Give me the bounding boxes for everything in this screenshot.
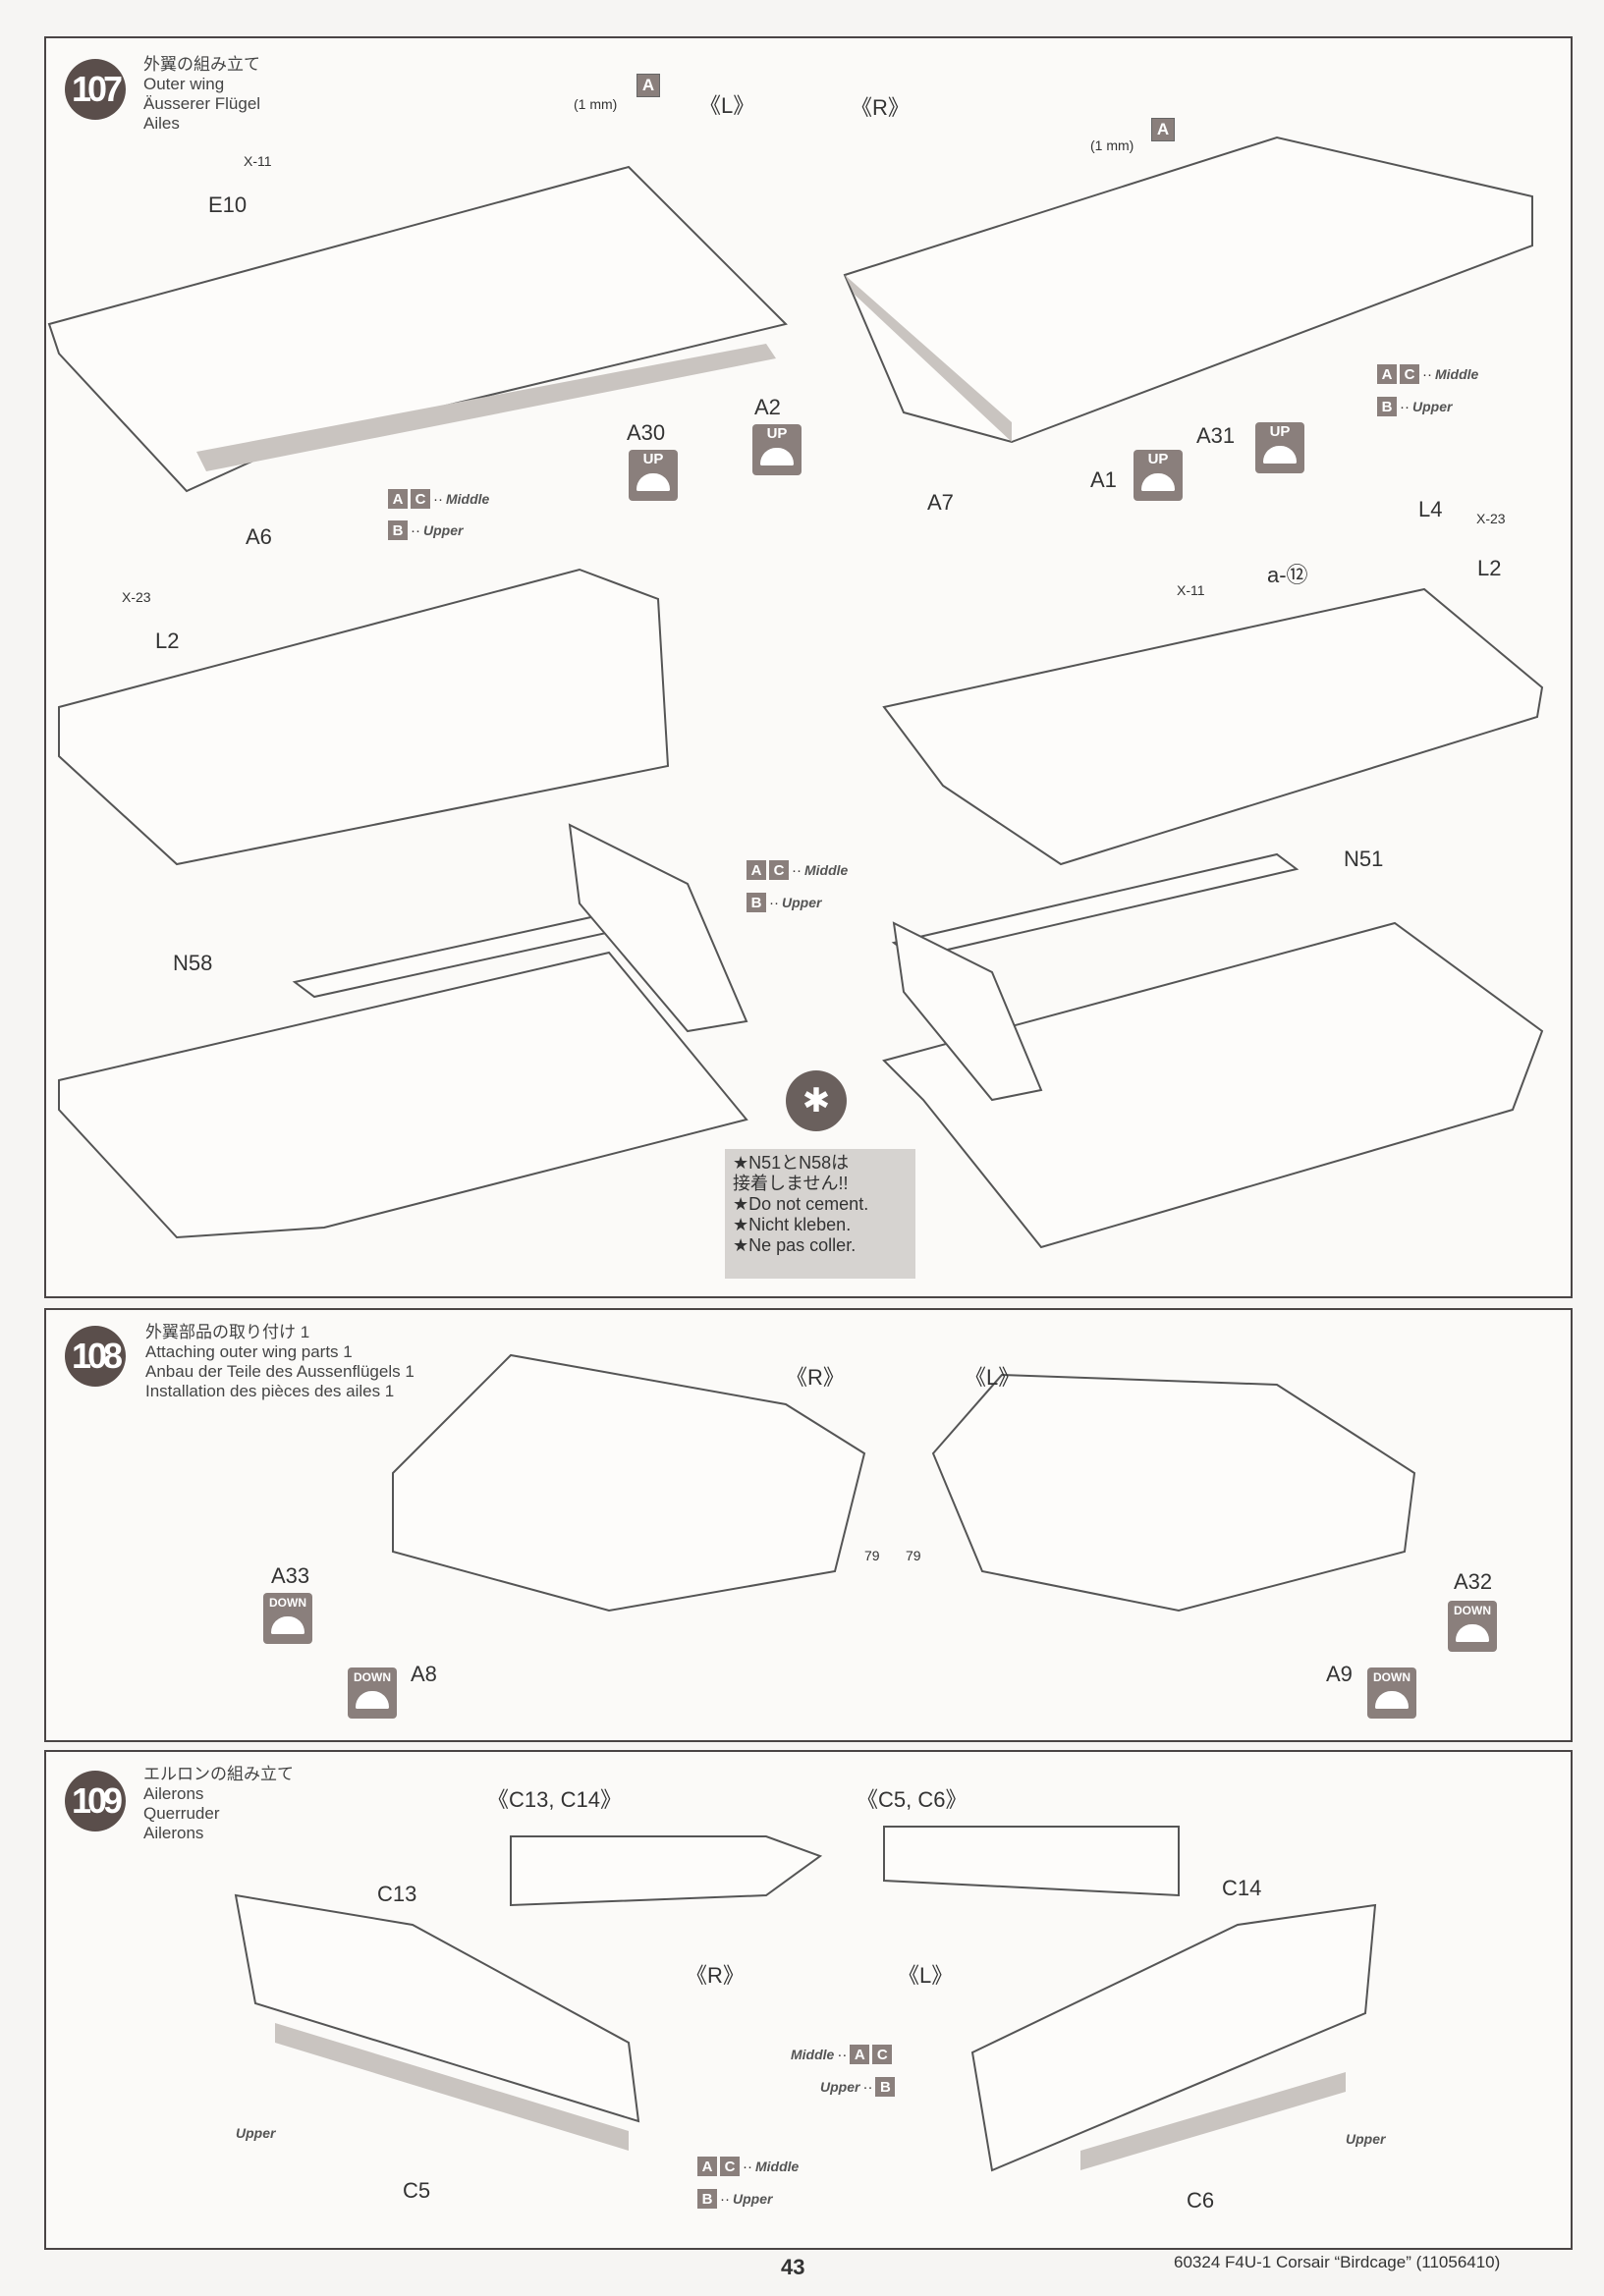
part-l2: L2 <box>155 629 180 653</box>
up-badge: UP <box>1255 422 1304 473</box>
part-n51: N51 <box>1344 847 1384 871</box>
c13-c14-marker: 《C13, C14》 <box>487 1787 622 1812</box>
up-badge: UP <box>629 450 678 501</box>
part-c13: C13 <box>377 1882 417 1906</box>
up-badge: UP <box>1134 450 1183 501</box>
ref-79: 79 <box>864 1548 880 1563</box>
part-a8: A8 <box>411 1662 437 1686</box>
title-fr: Installation des pièces des ailes 1 <box>145 1382 395 1400</box>
up-badge: UP <box>752 424 802 475</box>
part-a2: A2 <box>754 395 781 419</box>
right-wing-upper-107 <box>882 587 1544 866</box>
step-109-number: 109 <box>65 1771 126 1831</box>
part-x11: X-11 <box>1177 582 1205 598</box>
right-marker: 《R》 <box>686 1963 745 1988</box>
right-marker: 《R》 <box>786 1365 845 1390</box>
part-c14: C14 <box>1222 1876 1262 1900</box>
title-fr: Ailes <box>143 114 180 133</box>
title-ja: 外翼の組み立て <box>143 55 260 74</box>
page-number: 43 <box>781 2255 805 2279</box>
paint-legend-upper: Upper··B <box>820 2077 896 2097</box>
wing-r-108 <box>392 1353 866 1613</box>
step-109-title: エルロンの組み立て Ailerons Querruder Ailerons <box>143 1765 294 1843</box>
paint-legend-upper: B··Upper <box>747 893 821 912</box>
ref-79: 79 <box>906 1548 921 1563</box>
right-marker: 《R》 <box>851 95 910 120</box>
title-en: Outer wing <box>143 75 225 93</box>
paint-a-badge: A <box>1151 118 1175 141</box>
paint-a-badge: A <box>636 74 660 97</box>
right-wing-base-107 <box>882 921 1544 1249</box>
drill-size: (1 mm) <box>574 96 618 112</box>
part-c5: C5 <box>403 2178 431 2203</box>
part-x23: X-23 <box>1476 511 1506 526</box>
aileron-r-109 <box>234 1893 640 2151</box>
left-wing-upper-107 <box>58 568 670 866</box>
spar-n58 <box>292 823 748 1033</box>
step-108-number: 108 <box>65 1326 126 1387</box>
title-de: Querruder <box>143 1804 220 1823</box>
left-marker: 《L》 <box>898 1963 954 1988</box>
part-l2: L2 <box>1477 556 1502 580</box>
wing-l-108 <box>931 1373 1416 1613</box>
title-ja: 外翼部品の取り付け 1 <box>145 1323 310 1341</box>
paint-legend-upper: B··Upper <box>697 2189 772 2209</box>
title-de: Äusserer Flügel <box>143 94 261 113</box>
part-a33: A33 <box>271 1563 310 1588</box>
paint-upper-label: Upper <box>236 2125 276 2141</box>
part-a32: A32 <box>1454 1569 1493 1594</box>
part-a7: A7 <box>927 490 954 515</box>
part-a9: A9 <box>1326 1662 1353 1686</box>
part-n58: N58 <box>173 951 213 975</box>
do-not-cement-note: ★N51とN58は接着しません!!★Do not cement.★Nicht k… <box>725 1149 915 1279</box>
part-a1: A1 <box>1090 467 1117 492</box>
left-marker: 《L》 <box>699 93 755 118</box>
product-info: 60324 F4U-1 Corsair “Birdcage” (11056410… <box>1174 2253 1501 2271</box>
down-badge: DOWN <box>1367 1667 1416 1719</box>
spar-n51 <box>891 852 1300 1102</box>
left-wing-base-107 <box>58 951 748 1239</box>
title-ja: エルロンの組み立て <box>143 1765 294 1783</box>
part-a30: A30 <box>627 420 666 445</box>
down-badge: DOWN <box>348 1667 397 1719</box>
part-c6: C6 <box>1187 2188 1215 2213</box>
title-fr: Ailerons <box>143 1824 204 1842</box>
down-badge: DOWN <box>263 1593 312 1644</box>
left-marker: 《L》 <box>965 1365 1021 1390</box>
step-107-title: 外翼の組み立て Outer wing Äusserer Flügel Ailes <box>143 55 260 134</box>
part-e10: E10 <box>208 192 248 217</box>
title-en: Attaching outer wing parts 1 <box>145 1342 353 1361</box>
step-107-number: 107 <box>65 59 126 120</box>
down-badge: DOWN <box>1448 1601 1497 1652</box>
paint-legend-upper: B··Upper <box>388 520 463 540</box>
right-wing-lower-107 <box>843 136 1533 444</box>
do-not-cement-icon: ✱ <box>786 1070 847 1131</box>
part-a6: A6 <box>246 524 272 549</box>
part-x23: X-23 <box>122 589 151 605</box>
paint-upper-label: Upper <box>1346 2131 1386 2147</box>
part-a31: A31 <box>1196 423 1236 448</box>
title-de: Anbau der Teile des Aussenflügels 1 <box>145 1362 415 1381</box>
part-x11: X-11 <box>244 153 272 169</box>
step-108-title: 外翼部品の取り付け 1 Attaching outer wing parts 1… <box>145 1323 415 1401</box>
aileron-l-109 <box>970 1903 1377 2172</box>
aileron-profiles-109 <box>510 1826 1180 1907</box>
drill-size: (1 mm) <box>1090 137 1134 153</box>
part-l4: L4 <box>1418 497 1443 521</box>
c5-c6-marker: 《C5, C6》 <box>857 1787 968 1812</box>
paint-legend-upper: B··Upper <box>1377 397 1452 416</box>
left-wing-lower-107 <box>47 165 788 493</box>
title-en: Ailerons <box>143 1784 204 1803</box>
decal-a12: a-⑫ <box>1267 563 1308 587</box>
